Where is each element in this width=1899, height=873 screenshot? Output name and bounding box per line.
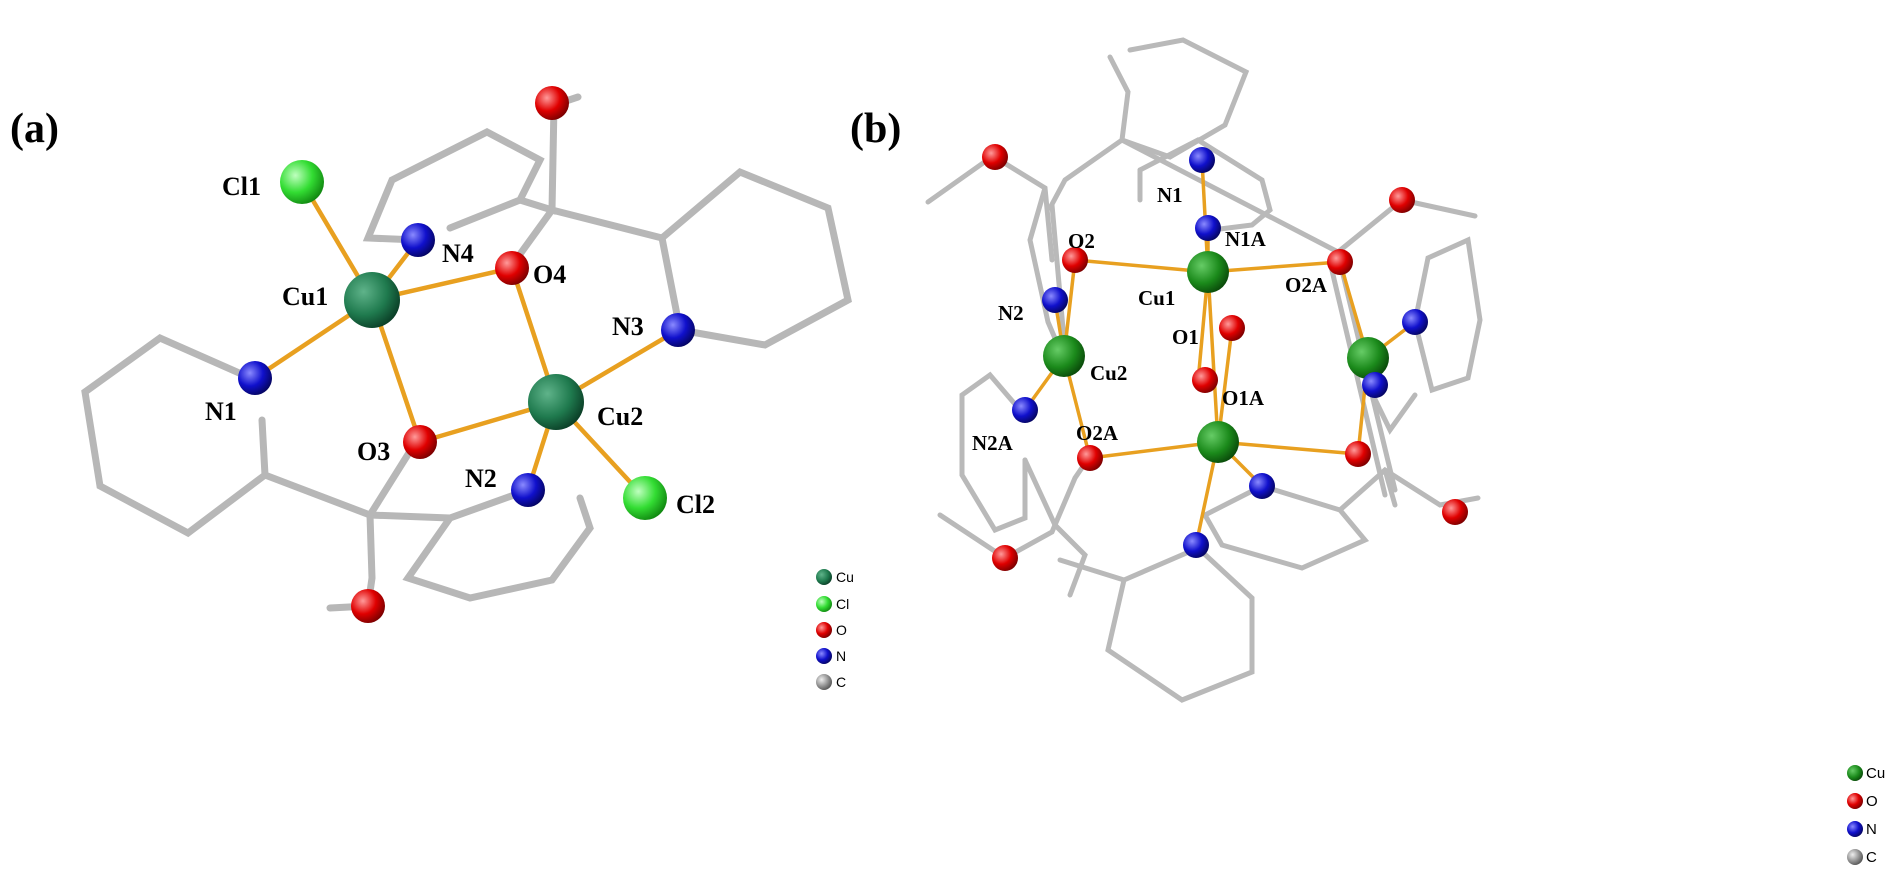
legend-b-n-swatch: [1847, 821, 1863, 837]
atom-b-o2a-right: [1327, 249, 1353, 275]
atom-cu1: [344, 272, 400, 328]
atom-b-n2: [1042, 287, 1068, 313]
legend-a-cl: Cl: [836, 596, 849, 612]
legend-a-o-swatch: [816, 622, 832, 638]
legend-b-o-swatch: [1847, 793, 1863, 809]
atom-b-n1a: [1195, 215, 1221, 241]
atom-b-n-right-lower: [1362, 372, 1388, 398]
atom-n2: [511, 473, 545, 507]
atom-b-o-methoxy-lr: [1442, 499, 1468, 525]
atom-b-o1a: [1192, 367, 1218, 393]
label-cl1: Cl1: [222, 172, 261, 201]
label-b-o2a-left: O2A: [1076, 421, 1119, 445]
label-b-cu1: Cu1: [1138, 286, 1175, 310]
panel-b-atoms: [982, 144, 1468, 571]
atom-b-o-methoxy-ll: [992, 545, 1018, 571]
atom-b-o2a-left: [1077, 445, 1103, 471]
atom-b-o-right-lower: [1345, 441, 1371, 467]
atom-b-n-lower-right: [1249, 473, 1275, 499]
panel-a: (a): [10, 86, 854, 690]
label-n3: N3: [612, 312, 644, 341]
atom-cu2: [528, 374, 584, 430]
atom-b-cu2a: [1347, 337, 1389, 379]
label-n2: N2: [465, 464, 497, 493]
label-o4: O4: [533, 260, 566, 289]
label-b-o1: O1: [1172, 325, 1199, 349]
label-b-n2: N2: [998, 301, 1024, 325]
atom-b-o-methoxy-ul: [982, 144, 1008, 170]
label-n1: N1: [205, 397, 237, 426]
legend-a-n-swatch: [816, 648, 832, 664]
legend-a-n: N: [836, 648, 846, 664]
label-n4: N4: [442, 239, 474, 268]
legend-b-n: N: [1866, 821, 1877, 838]
atom-b-cu1a: [1197, 421, 1239, 463]
panel-b: (b): [850, 37, 1885, 866]
legend-b-c: C: [1866, 849, 1877, 866]
label-o3: O3: [357, 437, 390, 466]
atom-o4: [495, 251, 529, 285]
atom-o-hydroxyl-bottom: [351, 589, 385, 623]
atom-b-o-methoxy-ur: [1389, 187, 1415, 213]
legend-a-cu-swatch: [816, 569, 832, 585]
panel-a-legend: Cu Cl O N C: [816, 569, 854, 690]
atom-b-n-bottom: [1183, 532, 1209, 558]
legend-a-c-swatch: [816, 674, 832, 690]
panel-b-label: (b): [850, 106, 901, 152]
label-cl2: Cl2: [676, 490, 715, 519]
legend-b-o: O: [1866, 793, 1878, 810]
atom-o3: [403, 425, 437, 459]
panel-b-carbon-framework: [925, 37, 1483, 703]
atom-n1: [238, 361, 272, 395]
panel-a-carbon-framework: [81, 93, 852, 612]
atom-n4: [401, 223, 435, 257]
label-b-cu2: Cu2: [1090, 361, 1127, 385]
panel-b-atom-labels: N1 N1A O2 Cu1 O2A N2 O1 Cu2 O1A N2A O2A: [972, 183, 1328, 455]
legend-a-o: O: [836, 622, 847, 638]
atom-b-n1: [1189, 147, 1215, 173]
atom-b-cu2: [1043, 335, 1085, 377]
legend-b-c-swatch: [1847, 849, 1863, 865]
panel-a-atoms: [238, 86, 695, 623]
atom-o-hydroxyl-top: [535, 86, 569, 120]
legend-b-cu-swatch: [1847, 765, 1863, 781]
atom-b-o1: [1219, 315, 1245, 341]
atom-cl1: [280, 160, 324, 204]
label-cu2: Cu2: [597, 402, 643, 431]
atom-b-o2: [1062, 247, 1088, 273]
atom-b-n-right: [1402, 309, 1428, 335]
atom-b-cu1: [1187, 251, 1229, 293]
label-b-n1a: N1A: [1225, 227, 1267, 251]
panel-b-legend: Cu O N C: [1847, 765, 1885, 866]
label-b-o2: O2: [1068, 229, 1095, 253]
panel-a-atom-labels: Cl1 Cu1 N4 O4 N3 N1 Cu2 O3 N2 Cl2: [205, 172, 715, 519]
atom-n3: [661, 313, 695, 347]
label-cu1: Cu1: [282, 282, 328, 311]
label-b-o2a-right: O2A: [1285, 273, 1328, 297]
panel-a-label: (a): [10, 106, 59, 152]
legend-a-cl-swatch: [816, 596, 832, 612]
label-b-n2a: N2A: [972, 431, 1014, 455]
legend-a-c: C: [836, 674, 846, 690]
legend-b-cu: Cu: [1866, 765, 1885, 782]
label-b-o1a: O1A: [1222, 386, 1265, 410]
label-b-n1: N1: [1157, 183, 1183, 207]
atom-cl2: [623, 476, 667, 520]
legend-a-cu: Cu: [836, 569, 854, 585]
atom-b-n2a: [1012, 397, 1038, 423]
